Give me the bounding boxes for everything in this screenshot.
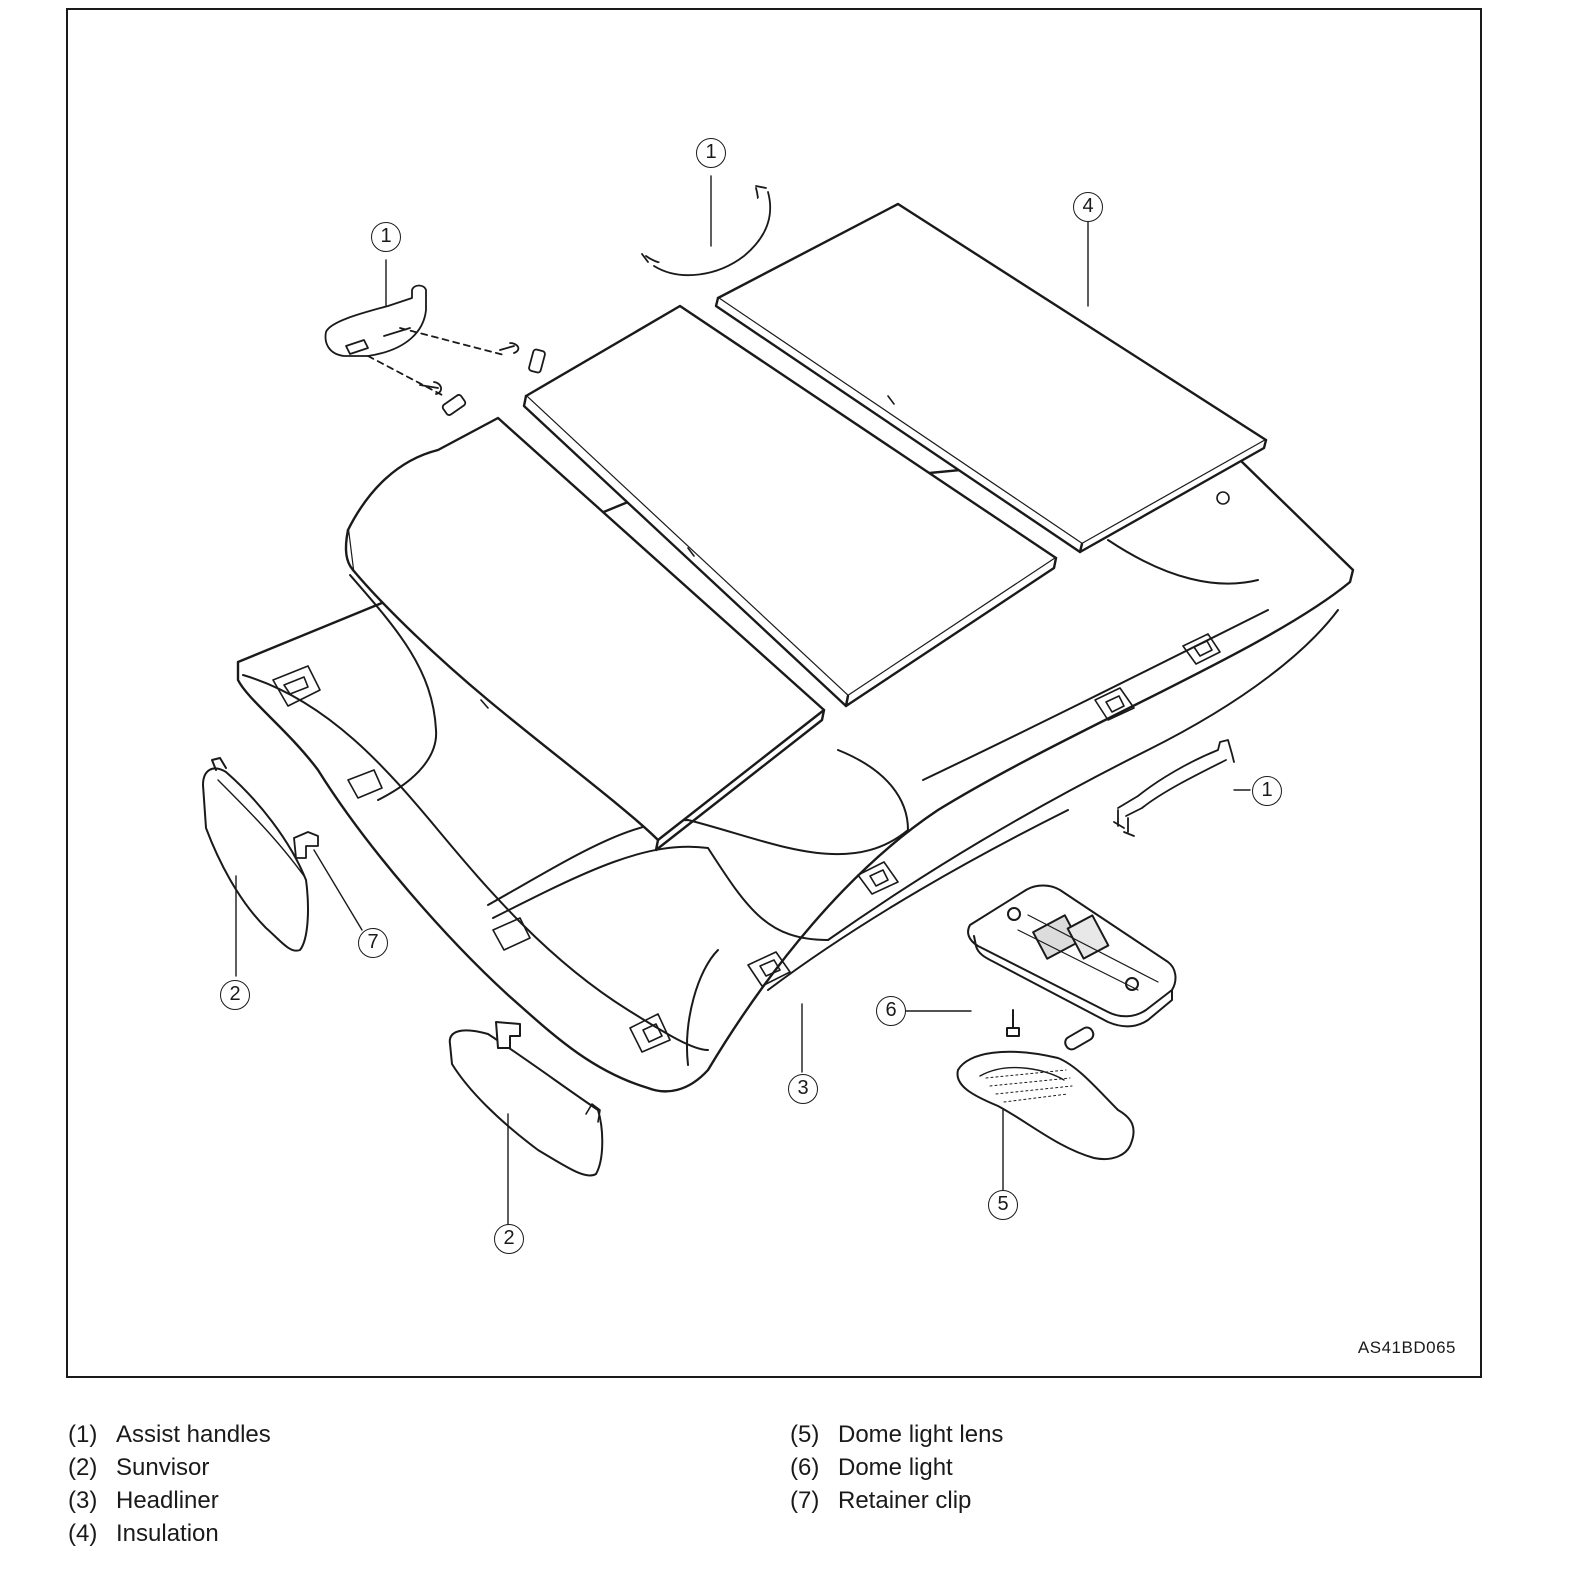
retainer-clip-part xyxy=(293,831,319,859)
callout-7-retainer-clip: 7 xyxy=(358,928,388,958)
callout-3-headliner: 3 xyxy=(788,1074,818,1104)
callout-5-dome-light-lens: 5 xyxy=(988,1190,1018,1220)
legend-number: (6) xyxy=(790,1454,820,1481)
callout-1-assist-handle-upper-left: 1 xyxy=(371,222,401,252)
sunvisor-center xyxy=(448,1021,604,1177)
legend-item: (5) Dome light lens xyxy=(790,1418,1003,1451)
assist-handle-upper-center xyxy=(641,185,772,277)
diagram-frame: 1 1 1 2 2 3 4 5 6 7 AS41BD065 xyxy=(66,8,1482,1378)
legend-text: Headliner xyxy=(116,1487,219,1514)
legend-number: (5) xyxy=(790,1421,820,1448)
legend-item: (7) Retainer clip xyxy=(790,1484,1003,1517)
insulation-part xyxy=(344,202,1268,852)
figure-code: AS41BD065 xyxy=(1357,1338,1456,1357)
legend-text: Insulation xyxy=(116,1520,219,1547)
dome-light-part xyxy=(967,884,1177,1051)
callout-6-dome-light: 6 xyxy=(876,996,906,1026)
callout-2-sunvisor-center: 2 xyxy=(494,1224,524,1254)
legend-number: (2) xyxy=(68,1454,98,1481)
legend-number: (3) xyxy=(68,1487,98,1514)
legend-left-column: (1) Assist handles (2) Sunvisor (3) Headlin… xyxy=(68,1418,271,1550)
legend-text: Retainer clip xyxy=(838,1487,972,1514)
exploded-view-drawing xyxy=(202,175,1355,1225)
callout-1-assist-handle-upper-center: 1 xyxy=(696,138,726,168)
legend-item: (3) Headliner xyxy=(68,1484,271,1517)
legend-item: (4) Insulation xyxy=(68,1517,271,1550)
legend-number: (1) xyxy=(68,1421,98,1448)
callout-1-assist-handle-right: 1 xyxy=(1252,776,1282,806)
assist-handle-right xyxy=(1113,739,1235,837)
legend-item: (6) Dome light xyxy=(790,1451,1003,1484)
sunvisor-left xyxy=(202,757,309,952)
legend-item: (1) Assist handles xyxy=(68,1418,271,1451)
legend-number: (7) xyxy=(790,1487,820,1514)
legend-text: Sunvisor xyxy=(116,1454,210,1481)
callout-2-sunvisor-left: 2 xyxy=(220,980,250,1010)
dome-light-lens-part xyxy=(956,1050,1135,1160)
legend-right-column: (5) Dome light lens (6) Dome light (7) Reta… xyxy=(790,1418,1003,1517)
legend-text: Assist handles xyxy=(116,1421,271,1448)
callout-4-insulation: 4 xyxy=(1073,192,1103,222)
legend-text: Dome light xyxy=(838,1454,953,1481)
legend-text: Dome light lens xyxy=(838,1421,1004,1448)
legend-number: (4) xyxy=(68,1520,98,1547)
assist-handle-upper-left xyxy=(324,284,546,416)
legend-item: (2) Sunvisor xyxy=(68,1451,271,1484)
